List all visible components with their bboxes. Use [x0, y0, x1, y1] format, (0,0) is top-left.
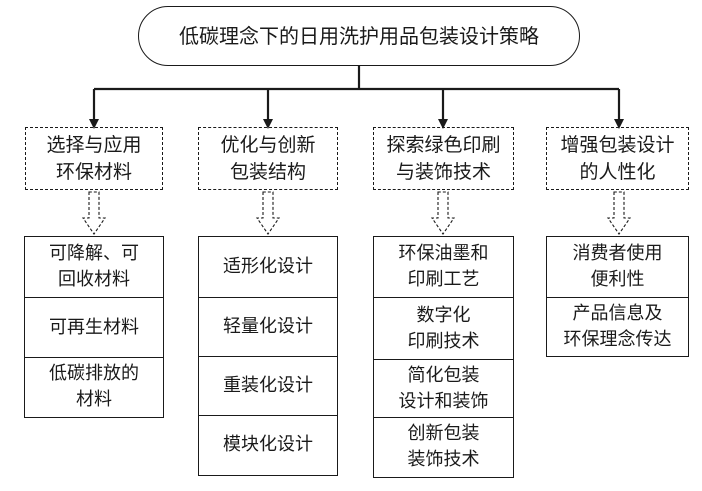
list-item: 低碳排放的 材料 [25, 357, 163, 416]
category-label: 增强包装设计 的人性化 [560, 133, 675, 183]
list-item: 消费者使用 便利性 [572, 243, 663, 290]
list-item: 模块化设计 [199, 415, 337, 474]
list-item: 创新包装 装饰技术 [374, 417, 513, 476]
category-label: 选择与应用 环保材料 [46, 133, 142, 183]
category-box-structure: 优化与创新 包装结构 [198, 127, 338, 190]
category-label: 探索绿色印刷 与装饰技术 [386, 133, 501, 183]
list-item: 环保油墨和 印刷工艺 [398, 243, 489, 290]
list-item: 数字化 印刷技术 [374, 297, 513, 359]
category-label: 优化与创新 包装结构 [220, 133, 316, 183]
hollow-arrow-1 [81, 191, 107, 235]
diagram-title-text: 低碳理念下的日用洗护用品包装设计策略 [179, 23, 539, 48]
list-item: 适形化设计 [223, 256, 313, 277]
list-item: 可降解、可 回收材料 [49, 243, 139, 290]
diagram-title: 低碳理念下的日用洗护用品包装设计策略 [138, 6, 580, 66]
category-box-humanization: 增强包装设计 的人性化 [546, 127, 689, 190]
item-column-materials: 可降解、可 回收材料 可再生材料 低碳排放的 材料 [24, 236, 164, 418]
category-box-printing: 探索绿色印刷 与装饰技术 [373, 127, 514, 190]
item-column-humanization: 消费者使用 便利性 产品信息及 环保理念传达 [546, 236, 689, 357]
item-column-printing: 环保油墨和 印刷工艺 数字化 印刷技术 简化包装 设计和装饰 创新包装 装饰技术 [373, 236, 514, 478]
hollow-arrow-4 [606, 191, 632, 235]
list-item: 重装化设计 [199, 356, 337, 415]
item-column-structure: 适形化设计 轻量化设计 重装化设计 模块化设计 [198, 236, 338, 476]
hollow-arrow-3 [430, 191, 456, 235]
list-item: 产品信息及 环保理念传达 [547, 297, 688, 356]
list-item: 简化包装 设计和装饰 [374, 359, 513, 417]
hollow-arrow-2 [255, 191, 281, 235]
category-box-materials: 选择与应用 环保材料 [25, 127, 163, 190]
list-item: 可再生材料 [25, 297, 163, 357]
list-item: 轻量化设计 [199, 297, 337, 356]
